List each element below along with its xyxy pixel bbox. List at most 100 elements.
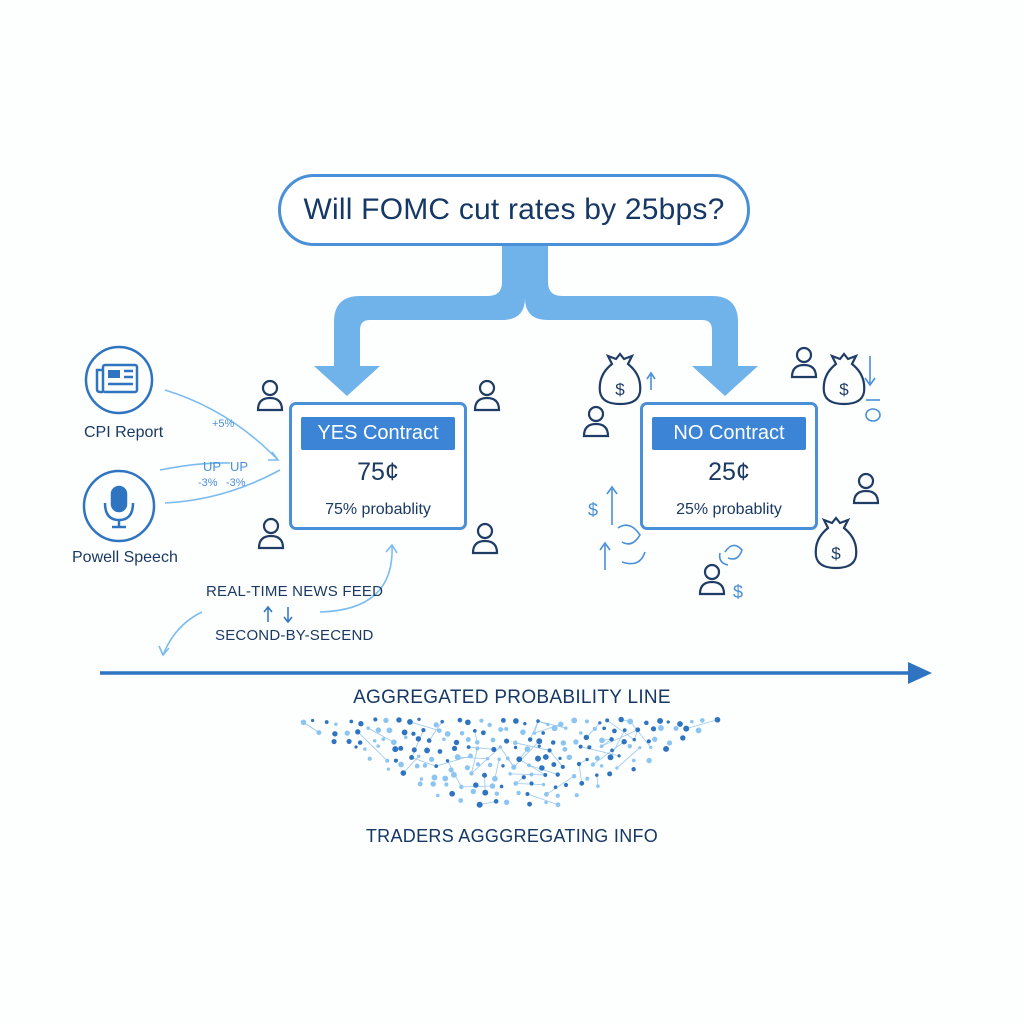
network-node [599,744,604,749]
up-annotation-right: UP [230,459,249,474]
network-node [464,765,471,771]
network-node [511,764,517,770]
network-node [512,740,518,746]
network-node [555,772,560,777]
network-node [521,775,526,780]
network-node [416,754,421,759]
network-node [583,734,590,741]
network-node [433,722,439,728]
network-node [498,745,503,749]
network-link [529,720,539,740]
network-node [542,754,549,760]
network-link [457,756,488,760]
network-node [571,717,578,724]
network-node [566,754,573,761]
network-node [527,763,532,768]
network-node [631,758,636,763]
probability-line-label: AGGREGATED PROBABILITY LINE [353,687,671,708]
network-node [573,739,579,745]
money-bag-dollar-signs: $ $ $ [615,380,849,563]
svg-text:$: $ [831,544,841,563]
network-node [646,757,652,764]
traders-aggregating-label: TRADERS AGGGREGATING INFO [365,826,659,846]
network-node [646,739,651,744]
network-link [596,775,599,787]
network-node [393,758,398,763]
network-node [457,717,463,723]
network-node [376,744,380,748]
network-node [440,719,444,724]
up-annotation-left: UP [203,459,222,474]
network-node [373,717,378,722]
network-node [550,740,556,745]
network-node [615,766,619,770]
network-node [357,740,363,745]
network-node [579,780,585,786]
network-link [471,748,478,774]
network-node [349,719,354,724]
network-node [690,719,694,724]
network-node [503,799,510,805]
network-node [592,726,597,731]
network-node [555,793,560,798]
network-node [442,775,449,782]
minus-annotation-right: -3% [226,477,246,489]
network-node [465,719,471,726]
network-node [332,731,338,737]
network-link [601,729,638,747]
network-node [650,726,657,732]
network-node [505,756,510,761]
network-link [303,722,320,733]
network-node [437,749,443,754]
network-node [415,736,422,742]
network-node [527,737,533,742]
network-node [579,731,583,735]
network-node [632,737,636,742]
yes-contract-card[interactable]: YES Contract 75¢ 75% probablity [289,402,467,530]
network-node [473,782,479,788]
plus-percent-annotation: +5% [212,418,235,430]
network-node [622,728,627,733]
network-node [417,781,423,787]
network-node [419,777,424,781]
network-node [649,745,653,750]
network-node [436,793,440,798]
svg-text:$: $ [588,500,598,520]
network-node [610,748,614,753]
network-node [657,725,664,731]
network-node [398,745,404,751]
network-node [683,725,690,732]
network-node [454,754,461,761]
network-link [686,719,718,730]
no-contract-price: 25¢ [708,458,750,486]
network-link [411,757,437,767]
network-node [551,725,558,732]
network-node [479,718,484,723]
network-node [421,728,426,733]
network-node [375,727,382,733]
network-node [605,718,610,723]
network-node [475,762,481,767]
network-link [606,720,635,740]
network-node [494,791,500,796]
network-node [529,781,534,786]
network-node [635,727,641,733]
network-node [504,726,509,731]
network-link [629,721,652,748]
network-node [516,756,523,763]
network-node [543,772,548,777]
network-node [355,729,361,735]
network-node [558,756,562,761]
network-node [424,747,430,754]
network-node [537,744,541,748]
network-node [560,764,565,770]
network-link [368,727,395,743]
network-node [627,718,634,725]
network-link [357,731,388,761]
network-node [546,722,550,727]
network-node [553,785,558,790]
network-node [409,755,415,760]
trader-network-links [303,719,718,806]
network-node [449,790,456,797]
no-contract-card[interactable]: NO Contract 25¢ 25% probablity [640,402,818,530]
